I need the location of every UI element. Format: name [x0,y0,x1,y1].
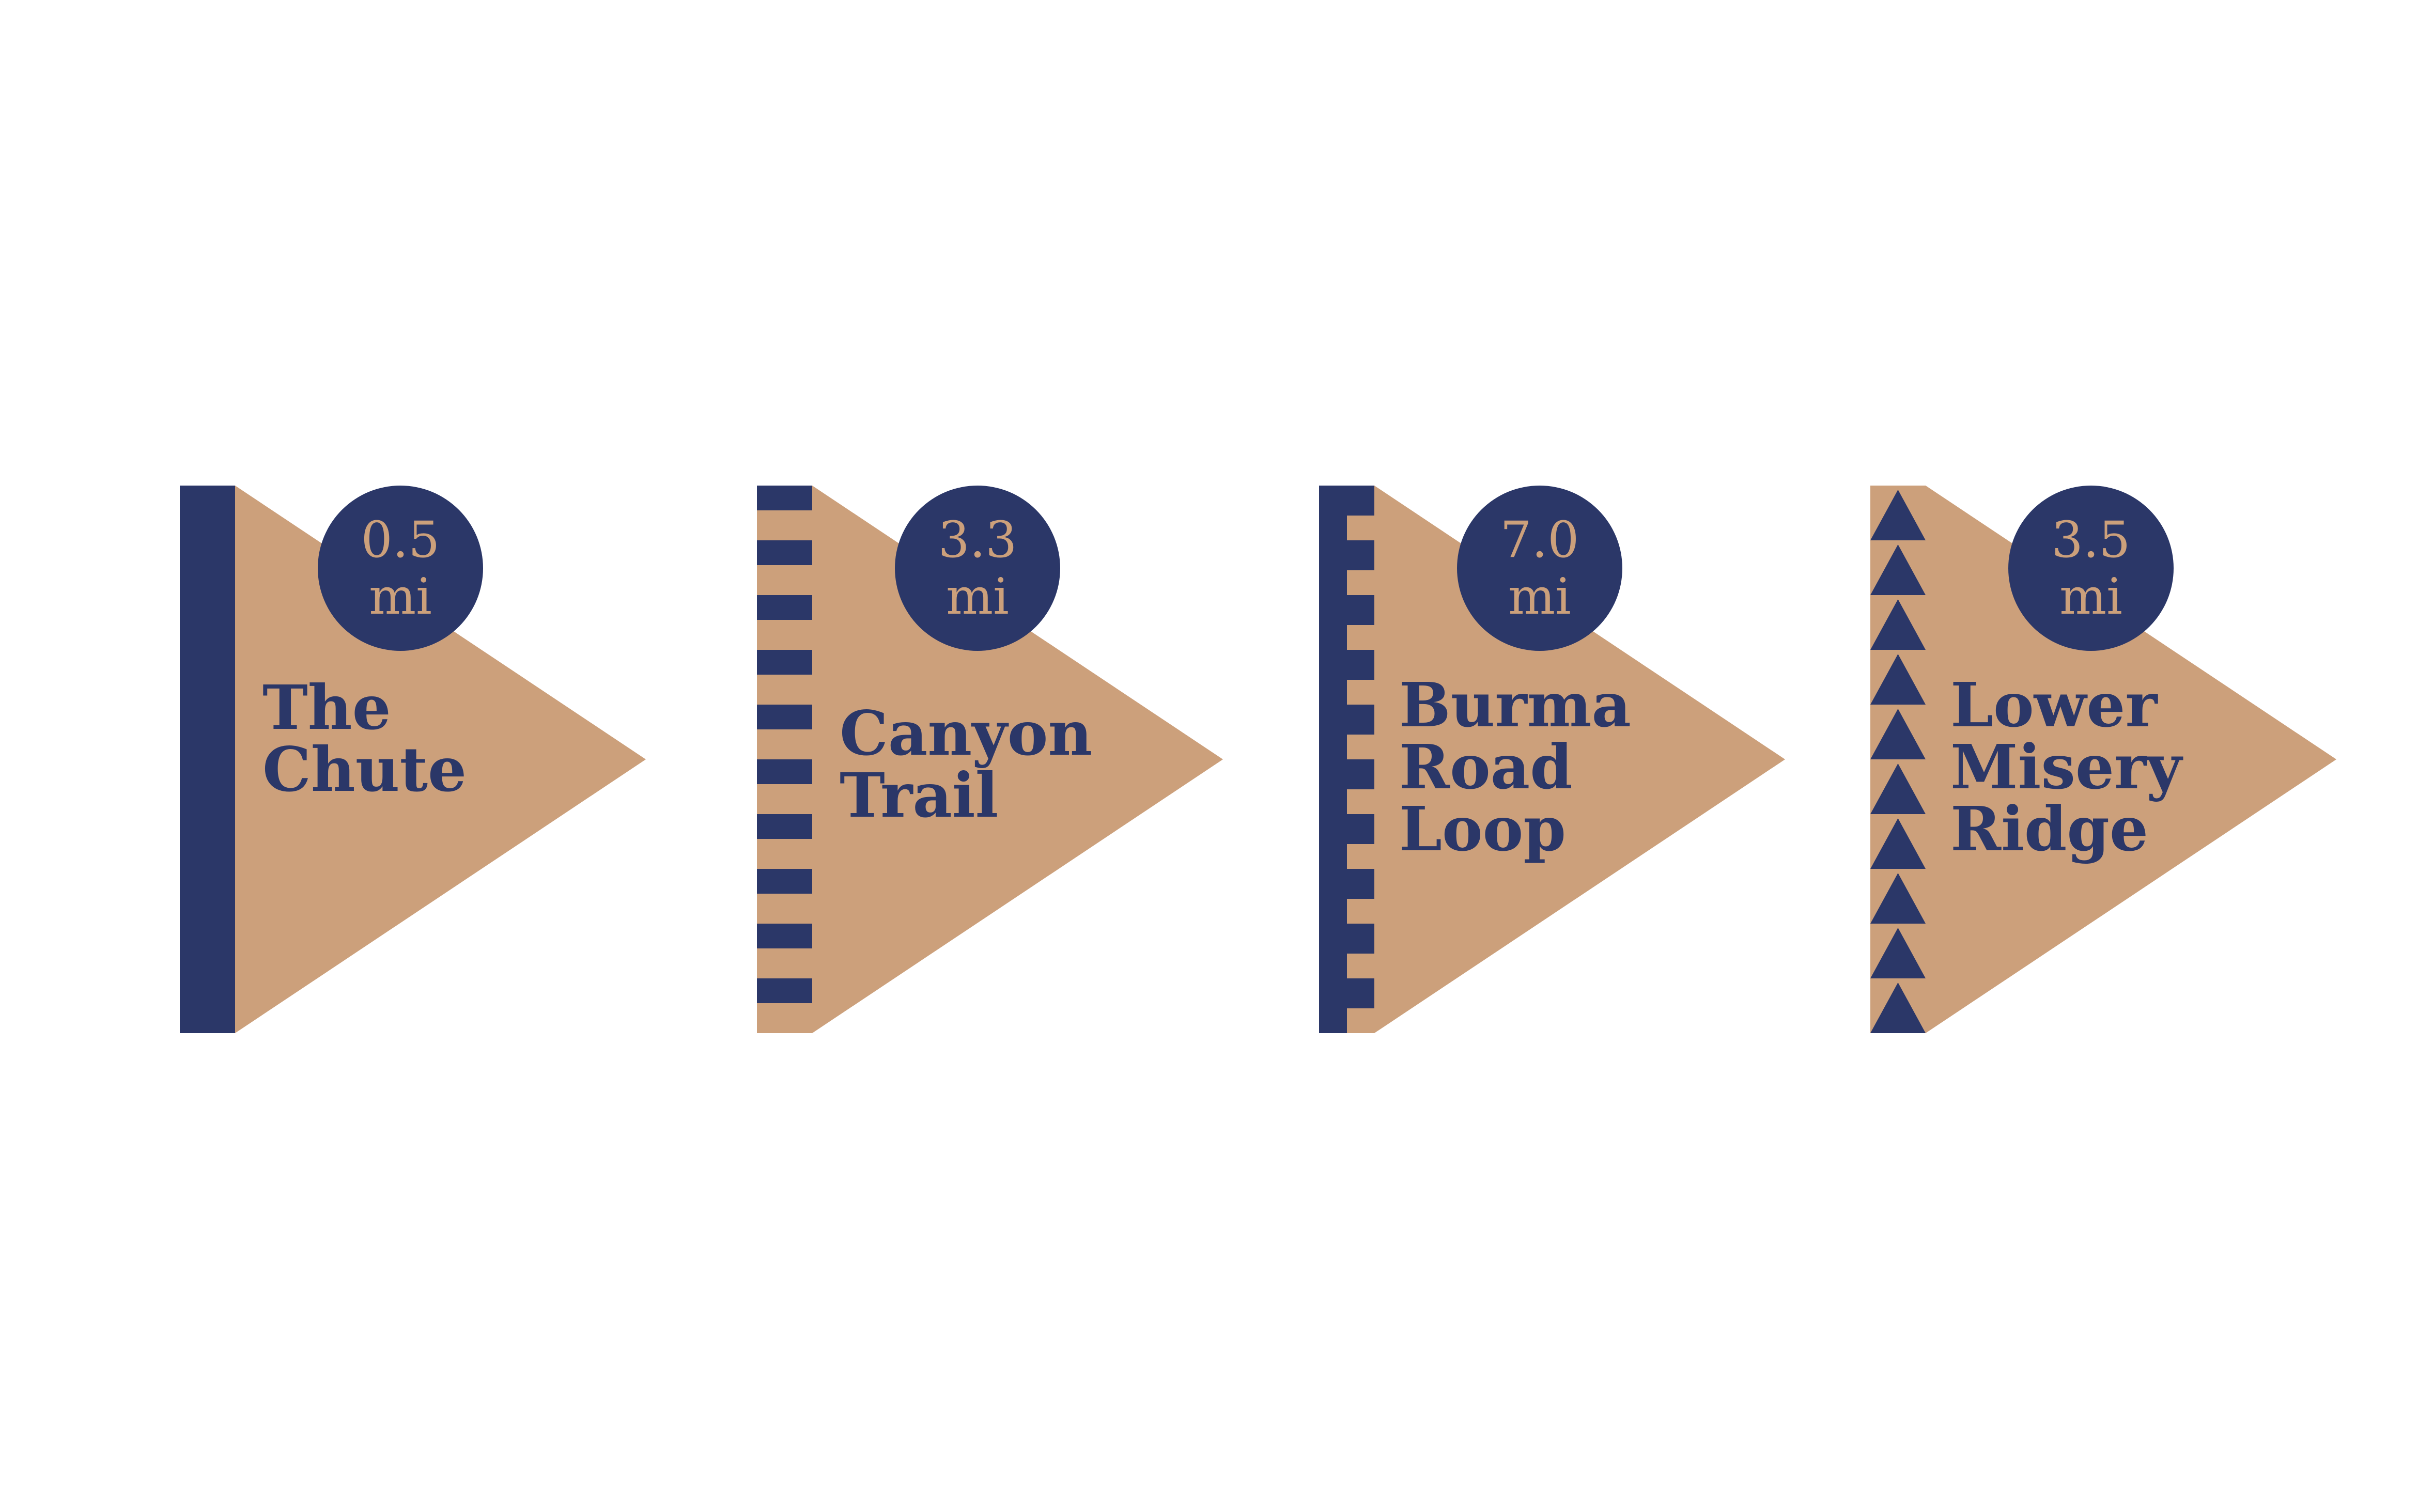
stripe [757,486,812,510]
crenellated-bar-marker [1319,486,1374,1033]
stripe [757,705,812,729]
distance-badge-the-chute: 0.5 mi [318,486,483,651]
trail-name-the-chute: The Chute [262,677,467,801]
crenel-tooth [1319,759,1374,789]
distance-value: 7.0 [1500,511,1579,569]
trail-name-line: Canyon [840,697,1093,769]
crenel-tooth [1319,924,1374,954]
stripe [757,595,812,620]
trail-name-line: Trail [840,759,999,831]
crenel-tooth [1319,486,1374,516]
trail-name-line: The [262,672,391,743]
triangle [1870,763,1926,814]
triangle [1870,709,1926,759]
distance-unit: mi [369,568,432,626]
trail-name-line: Ridge [1950,793,2148,865]
stripe [757,650,812,675]
distance-value: 3.3 [938,511,1017,569]
trail-name-canyon-trail: Canyon Trail [840,703,1092,827]
triangle [1870,654,1926,705]
distance-unit: mi [946,568,1009,626]
crenel-tooth [1319,978,1374,1008]
crenel-tooth [1319,705,1374,735]
distance-badge-burma-road-loop: 7.0 mi [1457,486,1622,651]
distance-badge-canyon-trail: 3.3 mi [895,486,1060,651]
distance-value: 3.5 [2051,511,2131,569]
triangle [1870,873,1926,924]
distance-badge-lower-misery-ridge: 3.5 mi [2008,486,2174,651]
distance-value: 0.5 [361,511,440,569]
stripe [757,869,812,894]
stripe [757,924,812,948]
trail-name-burma-road-loop: Burma Road Loop [1399,674,1631,860]
distance-unit: mi [2059,568,2122,626]
striped-bar-marker [757,486,812,1003]
crenel-tooth [1319,540,1374,570]
crenel-tooth [1319,595,1374,625]
stripe [757,759,812,784]
trail-name-line: Road [1399,731,1573,803]
triangle [1870,490,1926,540]
trail-name-line: Misery [1950,731,2182,803]
stripe [757,814,812,839]
crenel-tooth [1319,869,1374,899]
triangle [1870,983,1926,1033]
trail-name-line: Lower [1950,669,2158,741]
trail-name-lower-misery-ridge: Lower Misery Ridge [1950,674,2182,860]
stripe [757,978,812,1003]
solid-bar-marker [180,486,235,1033]
trail-name-line: Burma [1399,669,1632,741]
crenel-tooth [1319,650,1374,680]
triangle [1870,599,1926,650]
triangle [1870,544,1926,595]
distance-unit: mi [1508,568,1571,626]
trail-name-line: Loop [1399,793,1566,865]
triangle [1870,818,1926,869]
triangle [1870,928,1926,978]
trail-name-line: Chute [262,734,467,805]
triangle-marker [1870,490,1926,1033]
stripe [757,540,812,565]
crenel-tooth [1319,814,1374,844]
